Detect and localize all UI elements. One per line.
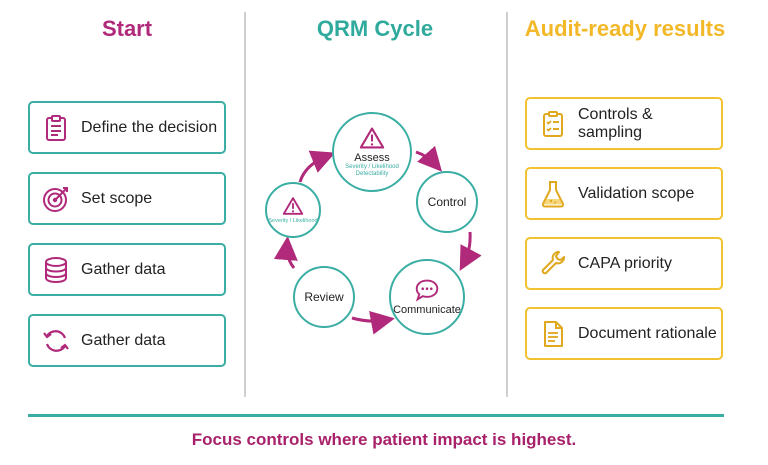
- control-label: Control: [427, 195, 467, 209]
- audit-results-title: Audit-ready results: [524, 16, 726, 41]
- document-icon: [537, 318, 569, 350]
- start-step-gather-data: Gather data: [28, 243, 226, 296]
- qrm-cycle-title: QRM Cycle: [316, 16, 434, 41]
- result-controls-sampling: Controls & sampling: [525, 97, 723, 150]
- assess-label: Assess: [354, 152, 390, 164]
- start-step-label: Gather data: [81, 331, 166, 349]
- warning-icon: [359, 126, 385, 152]
- result-validation-scope: Validation scope: [525, 167, 723, 220]
- risk-sub-label: Severity / Likelihood: [268, 217, 318, 224]
- divider-left: [244, 12, 246, 397]
- flask-icon: [537, 178, 569, 210]
- result-label: Document rationale: [578, 324, 717, 342]
- warning-icon: [282, 196, 304, 218]
- cycle-node-assess: Assess Severity / Likelihood Detectabili…: [332, 112, 412, 192]
- start-title: Start: [101, 16, 153, 41]
- divider-right: [506, 12, 508, 397]
- cycle-node-communicate: Communicate: [389, 259, 465, 335]
- result-capa-priority: CAPA priority: [525, 237, 723, 290]
- assess-sub-label: Severity / Likelihood Detectability: [345, 164, 399, 177]
- start-step-label: Define the decision: [81, 118, 218, 136]
- start-step-define-decision: Define the decision: [28, 101, 226, 154]
- result-label: Validation scope: [578, 184, 695, 202]
- result-document-rationale: Document rationale: [525, 307, 723, 360]
- start-step-label: Set scope: [81, 189, 153, 207]
- tagline: Focus controls where patient impact is h…: [191, 430, 577, 449]
- wrench-icon: [537, 248, 569, 280]
- start-step-gather-data-2: Gather data: [28, 314, 226, 367]
- start-step-label: Gather data: [81, 260, 166, 278]
- database-icon: [40, 254, 72, 286]
- start-step-set-scope: Set scope: [28, 172, 226, 225]
- clipboard-icon: [40, 112, 72, 144]
- result-label: CAPA priority: [578, 254, 672, 272]
- review-label: Review: [304, 290, 344, 304]
- cycle-node-control: Control: [416, 171, 478, 233]
- bottom-divider: [28, 414, 724, 417]
- cycle-node-review: Review: [293, 266, 355, 328]
- cycle-node-risk: Severity / Likelihood: [265, 182, 321, 238]
- chat-bubble-icon: [414, 278, 440, 304]
- communicate-label: Communicate: [393, 304, 461, 316]
- refresh-icon: [40, 325, 72, 357]
- checklist-icon: [537, 108, 569, 140]
- target-icon: [40, 183, 72, 215]
- result-label: Controls & sampling: [578, 105, 653, 141]
